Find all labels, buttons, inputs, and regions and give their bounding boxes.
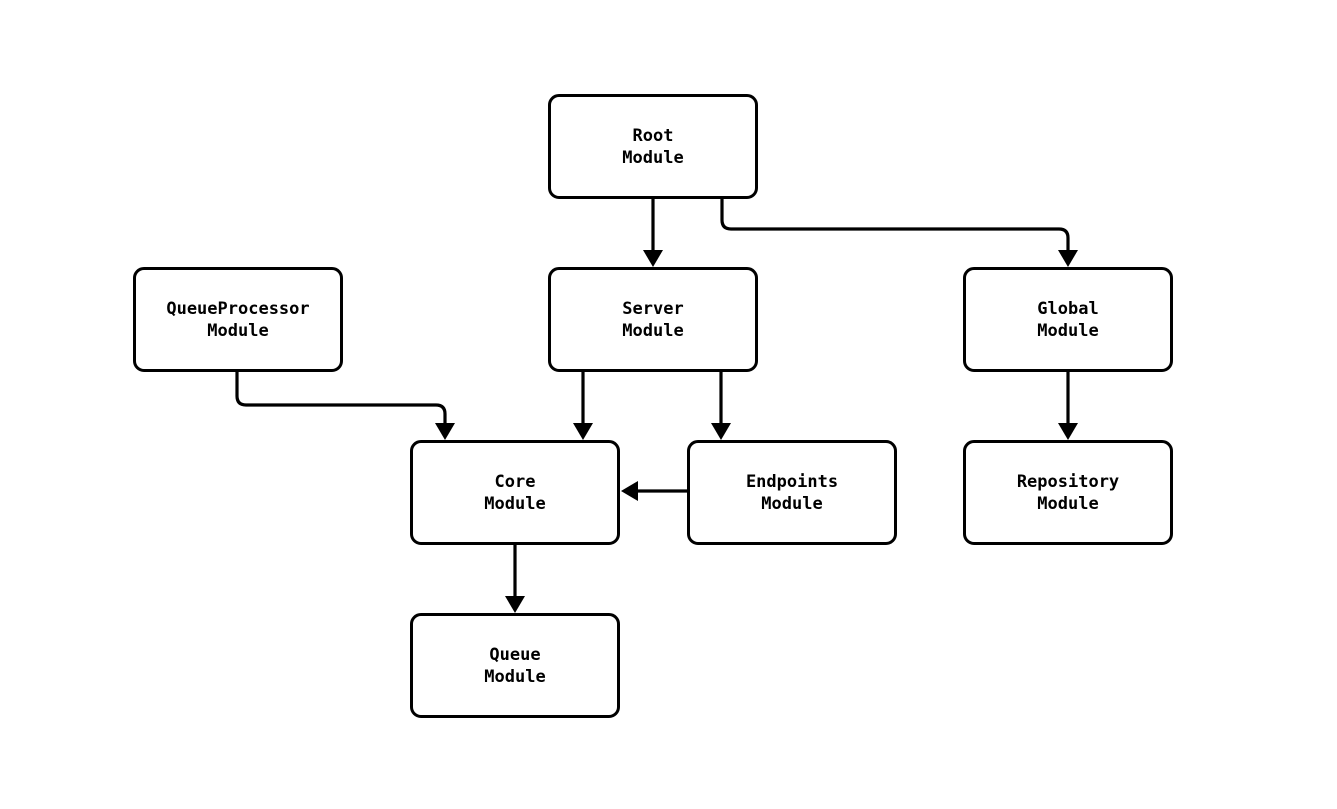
- node-root-module[interactable]: Root Module: [548, 94, 758, 199]
- node-global-module-line1: Global: [1037, 298, 1099, 319]
- arrowhead-core-to-queue: [505, 596, 525, 613]
- node-queue-module-line2: Module: [484, 666, 546, 687]
- arrowhead-global-to-repository: [1058, 423, 1078, 440]
- node-core-module-line2: Module: [484, 493, 546, 514]
- node-endpoints-module-line2: Module: [761, 493, 823, 514]
- node-root-module-line1: Root: [632, 125, 674, 146]
- node-global-module[interactable]: Global Module: [963, 267, 1173, 372]
- node-queue-module[interactable]: Queue Module: [410, 613, 620, 718]
- node-queueprocessor-module[interactable]: QueueProcessor Module: [133, 267, 343, 372]
- edge-root-to-global: [720, 199, 1070, 250]
- arrowhead-server-to-endpoints: [711, 423, 731, 440]
- node-repository-module-line2: Module: [1037, 493, 1099, 514]
- node-endpoints-module-line1: Endpoints: [745, 471, 839, 492]
- node-repository-module[interactable]: Repository Module: [963, 440, 1173, 545]
- node-server-module-line1: Server: [622, 298, 684, 319]
- node-queueprocessor-module-line1: QueueProcessor: [166, 298, 310, 319]
- node-core-module-line1: Core: [494, 471, 536, 492]
- node-core-module[interactable]: Core Module: [410, 440, 620, 545]
- arrowhead-queueprocessor-to-core: [435, 423, 455, 440]
- arrowhead-server-to-core: [573, 423, 593, 440]
- node-server-module-line2: Module: [622, 320, 684, 341]
- arrowhead-endpoints-to-core: [621, 481, 638, 501]
- node-queue-module-line1: Queue: [489, 644, 541, 665]
- node-queueprocessor-module-line2: Module: [207, 320, 269, 341]
- node-endpoints-module[interactable]: Endpoints Module: [687, 440, 897, 545]
- arrowhead-root-to-server: [643, 250, 663, 267]
- node-repository-module-line1: Repository: [1016, 471, 1120, 492]
- arrowhead-root-to-global: [1058, 250, 1078, 267]
- edge-queueprocessor-to-core: [235, 372, 447, 423]
- node-global-module-line2: Module: [1037, 320, 1099, 341]
- node-root-module-line2: Module: [622, 147, 684, 168]
- node-server-module[interactable]: Server Module: [548, 267, 758, 372]
